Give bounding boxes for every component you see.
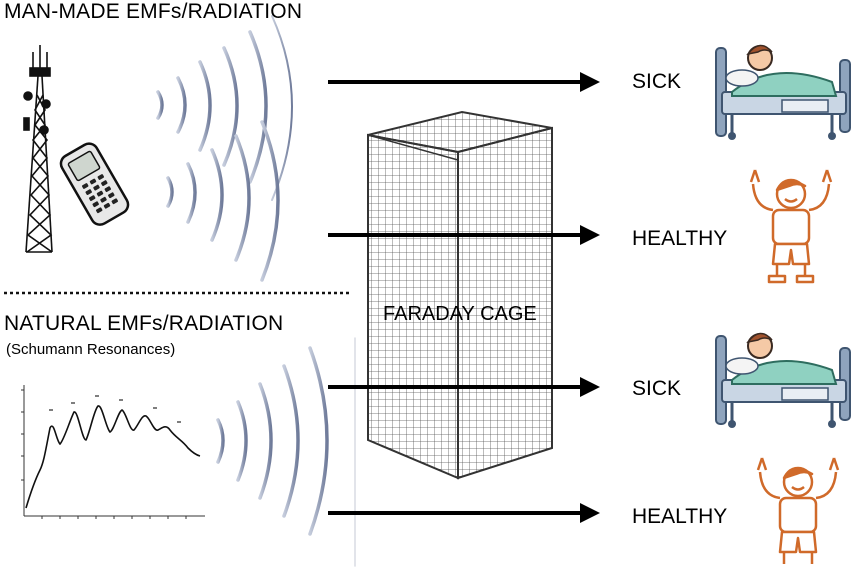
healthy-boy-icon	[756, 457, 840, 564]
natural-radiation-waves	[216, 337, 356, 567]
arrow-natural-healthy	[328, 503, 600, 523]
man-made-radiation-waves	[156, 15, 293, 282]
outcome-label: SICK	[632, 377, 682, 400]
schumann-spectrum-graph	[21, 385, 205, 519]
man-made-heading: MAN-MADE EMFs/RADIATION	[4, 0, 303, 23]
outcome-label: HEALTHY	[632, 505, 728, 528]
outcome-label: HEALTHY	[632, 227, 728, 250]
arrow-man-made-sick	[328, 72, 600, 92]
healthy-boy-icon	[749, 169, 833, 284]
sick-patient-icon	[715, 44, 851, 140]
arrow-natural-sick	[328, 377, 600, 397]
natural-heading: NATURAL EMFs/RADIATION	[4, 312, 284, 335]
cell-tower-icon	[23, 45, 53, 253]
mobile-phone-icon	[59, 142, 130, 226]
natural-subheading: (Schumann Resonances)	[6, 341, 176, 358]
sick-patient-icon	[715, 332, 851, 428]
outcome-label: SICK	[632, 70, 682, 93]
arrow-man-made-healthy	[328, 225, 600, 245]
faraday-cage-icon	[367, 110, 553, 480]
faraday-cage-label: FARADAY CAGE	[383, 303, 537, 325]
